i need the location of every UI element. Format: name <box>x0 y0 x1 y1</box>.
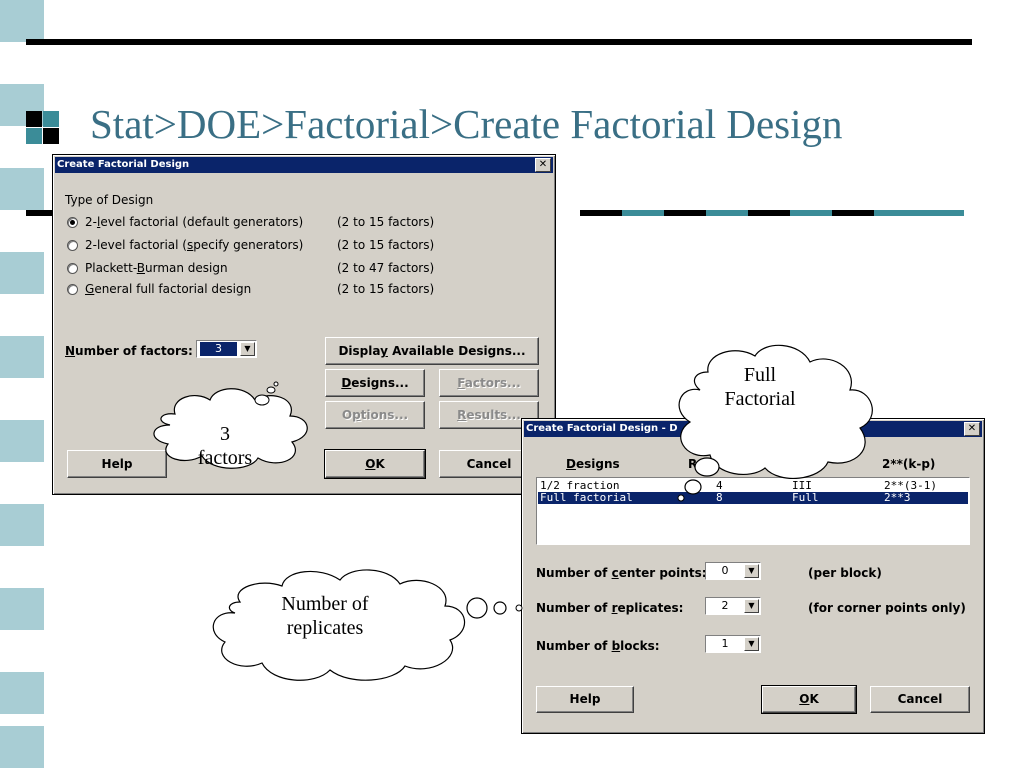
replicates-callout: Number of replicates <box>281 593 369 639</box>
stripe-block <box>0 588 44 630</box>
bullet-square-icon <box>26 111 42 127</box>
number-of-factors-label: Number of factors: <box>65 344 193 358</box>
full-factorial-callout-cloud <box>677 344 873 502</box>
factor-range: (2 to 47 factors) <box>337 261 435 275</box>
title-underline <box>26 210 964 216</box>
center-points-note: (per block) <box>808 566 882 580</box>
bullet-square-icon <box>43 111 59 127</box>
results-button[interactable]: Results... <box>439 401 539 429</box>
dialog-title: Create Factorial Design <box>57 159 190 170</box>
dialog-titlebar: Create Factorial Design ✕ <box>55 157 553 173</box>
generator-header: 2**(k-p) <box>882 457 936 471</box>
left-stripe <box>0 0 44 768</box>
center-points-dropdown[interactable]: 0 ▼ <box>705 562 761 580</box>
stripe-block <box>0 726 44 768</box>
radio-button[interactable] <box>67 240 78 251</box>
stripe-block <box>0 420 44 462</box>
cancel-button[interactable]: Cancel <box>870 686 970 713</box>
list-item[interactable]: 1/2 fraction 4 III 2**(3-1) <box>540 479 937 492</box>
design-option-2level-specify[interactable]: 2-level factorial (specify generators) (… <box>67 238 527 254</box>
radio-button[interactable] <box>67 217 78 228</box>
selected-value: 3 <box>200 342 237 356</box>
three-factors-callout: 3 factors <box>197 423 253 469</box>
create-factorial-design-dialog: Create Factorial Design ✕ Type of Design… <box>52 154 556 495</box>
bullet-square-icon <box>43 128 59 144</box>
factor-range: (2 to 15 factors) <box>337 215 435 229</box>
design-option-general-full[interactable]: General full factorial design (2 to 15 f… <box>67 282 527 298</box>
chevron-down-icon[interactable]: ▼ <box>744 599 759 613</box>
list-item[interactable]: Full factorial 8 Full 2**3 <box>538 492 968 504</box>
chevron-down-icon[interactable]: ▼ <box>240 342 255 356</box>
design-option-2level-default[interactable]: 2-level factorial (default generators) (… <box>67 215 527 231</box>
stripe-block <box>0 252 44 294</box>
selected-value: 2 <box>721 599 729 612</box>
stripe-block <box>0 504 44 546</box>
close-icon[interactable]: ✕ <box>964 422 980 436</box>
slide-title: Stat>DOE>Factorial>Create Factorial Desi… <box>90 101 843 147</box>
help-button[interactable]: Help <box>67 450 167 478</box>
design-option-plackett-burman[interactable]: Plackett-Burman design (2 to 47 factors) <box>67 261 527 277</box>
designs-button[interactable]: Designs... <box>325 369 425 397</box>
stripe-block <box>0 336 44 378</box>
runs-header: R <box>688 457 698 471</box>
type-of-design-heading: Type of Design <box>65 193 154 207</box>
close-icon[interactable]: ✕ <box>535 158 551 172</box>
replicates-callout-cloud <box>212 569 523 681</box>
factor-range: (2 to 15 factors) <box>337 238 435 252</box>
display-available-designs-button[interactable]: Display Available Designs... <box>325 337 539 365</box>
replicates-label: Number of replicates: <box>536 601 684 615</box>
factor-range: (2 to 15 factors) <box>337 282 435 296</box>
subdialog-title: Create Factorial Design - D <box>526 423 678 434</box>
ok-button[interactable]: OK <box>761 685 857 714</box>
number-of-factors-dropdown[interactable]: 3 ▼ <box>196 340 257 358</box>
stripe-block <box>0 168 44 210</box>
bullet-square-icon <box>26 128 42 144</box>
designs-listbox[interactable]: 1/2 fraction 4 III 2**(3-1) Full factori… <box>536 477 970 545</box>
radio-button[interactable] <box>67 284 78 295</box>
replicates-dropdown[interactable]: 2 ▼ <box>705 597 761 615</box>
selected-value: 0 <box>721 564 729 577</box>
blocks-label: Number of blocks: <box>536 639 660 653</box>
top-rule <box>26 39 972 45</box>
stripe-block <box>0 672 44 714</box>
full-factorial-callout: Full Factorial <box>724 364 796 410</box>
stripe-block <box>0 0 44 42</box>
selected-value: 1 <box>721 637 729 650</box>
replicates-note: (for corner points only) <box>808 601 966 615</box>
chevron-down-icon[interactable]: ▼ <box>744 564 759 578</box>
factors-button[interactable]: Factors... <box>439 369 539 397</box>
radio-button[interactable] <box>67 263 78 274</box>
three-factors-callout-cloud <box>153 381 308 469</box>
chevron-down-icon[interactable]: ▼ <box>744 637 759 651</box>
ok-button[interactable]: OK <box>324 449 426 479</box>
help-button[interactable]: Help <box>536 686 634 713</box>
center-points-label: Number of center points: <box>536 566 707 580</box>
options-button[interactable]: Options... <box>325 401 425 429</box>
blocks-dropdown[interactable]: 1 ▼ <box>705 635 761 653</box>
designs-header: Designs <box>566 457 620 471</box>
